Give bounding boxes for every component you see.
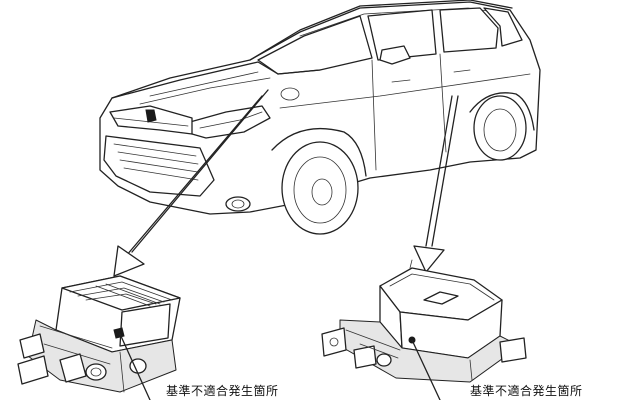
left-component-unit bbox=[17, 275, 181, 401]
callout-label-left: 基準不適合発生箇所 bbox=[166, 384, 279, 398]
callout-label-right: 基準不適合発生箇所 bbox=[470, 384, 583, 398]
right-component-unit bbox=[321, 259, 527, 401]
vehicle-illustration bbox=[99, 0, 541, 235]
arrow-front bbox=[113, 89, 269, 277]
arrow-rear bbox=[413, 95, 459, 273]
